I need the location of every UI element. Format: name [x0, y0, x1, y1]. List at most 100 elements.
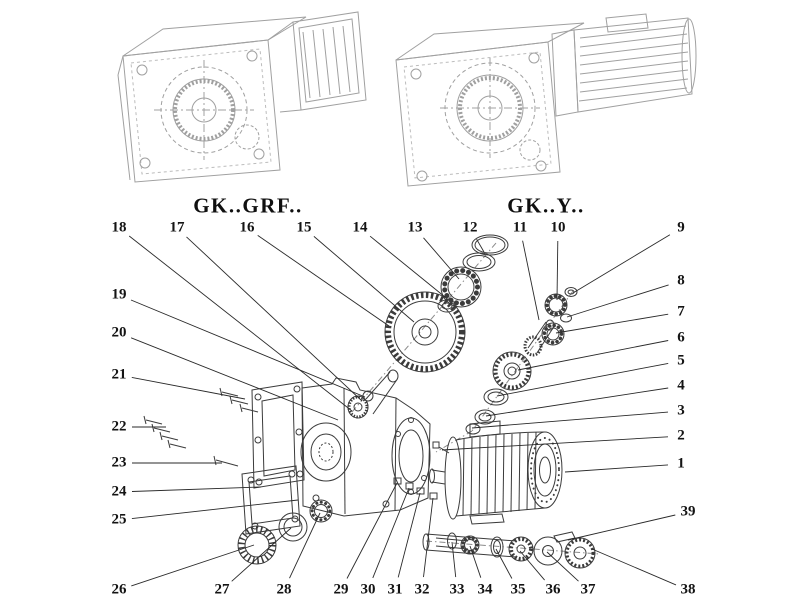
- leader-line-15: [313, 236, 415, 323]
- part-circlip: [560, 313, 572, 323]
- leader-line-5: [496, 362, 669, 397]
- callout-7: 7: [677, 303, 685, 320]
- leader-line-14: [369, 235, 446, 298]
- leader-line-38: [591, 548, 677, 586]
- leader-line-4: [485, 387, 669, 417]
- callout-24: 24: [111, 483, 127, 500]
- callout-33: 33: [449, 581, 465, 598]
- leader-line-27: [231, 527, 292, 582]
- callout-16: 16: [239, 219, 255, 236]
- leader-line-6: [517, 340, 669, 371]
- part-cover-and-shims: [237, 465, 333, 565]
- part-output-shaft-assembly: [422, 531, 596, 569]
- callout-6: 6: [677, 329, 685, 346]
- callout-3: 3: [677, 402, 685, 419]
- leader-line-34: [469, 545, 482, 578]
- part-bearing-intermediate: [541, 322, 565, 346]
- callout-37: 37: [580, 581, 596, 598]
- callout-27: 27: [214, 581, 230, 598]
- leader-line-32: [423, 497, 434, 578]
- leader-line-37: [546, 551, 579, 582]
- leader-line-35: [495, 548, 513, 579]
- callout-12: 12: [462, 219, 478, 236]
- callout-14: 14: [352, 219, 368, 236]
- callout-13: 13: [407, 219, 423, 236]
- leader-line-17: [186, 236, 363, 402]
- part-housing: [300, 377, 431, 517]
- leader-line-19: [130, 299, 366, 398]
- gearbox-drawing-left: [117, 11, 367, 183]
- callout-22: 22: [111, 418, 127, 435]
- part-motor: [429, 420, 563, 525]
- part-small-gear: [492, 351, 532, 391]
- part-bearing-large: [440, 266, 482, 308]
- part-flange-plate: [251, 381, 305, 489]
- callout-4: 4: [677, 377, 685, 394]
- callout-8: 8: [677, 272, 685, 289]
- callout-25: 25: [111, 511, 127, 528]
- callout-28: 28: [276, 581, 292, 598]
- model-label-right: GK..Y..: [507, 193, 585, 218]
- leader-line-20: [130, 337, 339, 421]
- model-label-left: GK..GRF..: [193, 193, 303, 218]
- callout-21: 21: [111, 366, 127, 383]
- leader-line-18: [128, 235, 353, 412]
- exploded-view: [143, 234, 601, 569]
- callout-34: 34: [477, 581, 493, 598]
- callout-29: 29: [333, 581, 349, 598]
- leader-lines: [128, 234, 677, 587]
- leader-line-9: [572, 234, 671, 294]
- leader-line-10: [556, 240, 559, 301]
- leader-line-30: [372, 487, 410, 579]
- leader-line-8: [566, 284, 669, 318]
- callout-10: 10: [550, 219, 566, 236]
- part-rings: [465, 388, 509, 435]
- leader-line-12: [476, 238, 485, 253]
- callout-31: 31: [387, 581, 403, 598]
- leader-line-25: [131, 499, 299, 520]
- leader-line-16: [257, 235, 390, 327]
- gearbox-drawing-right: [395, 13, 697, 187]
- callout-39: 39: [680, 503, 696, 520]
- leader-line-3: [471, 411, 669, 429]
- axis-lines: [351, 242, 601, 555]
- callout-5: 5: [677, 352, 685, 369]
- callout-17: 17: [169, 219, 185, 236]
- callout-30: 30: [360, 581, 376, 598]
- callout-36: 36: [545, 581, 561, 598]
- callout-2: 2: [677, 427, 685, 444]
- leader-line-13: [423, 237, 460, 280]
- part-bearing-input: [544, 293, 568, 317]
- leader-line-28: [289, 512, 321, 579]
- callout-23: 23: [111, 454, 127, 471]
- leader-line-36: [519, 550, 545, 581]
- leader-line-39: [567, 514, 676, 541]
- leader-line-26: [131, 544, 255, 587]
- callout-19: 19: [111, 286, 127, 303]
- leader-line-1: [564, 464, 669, 473]
- callout-32: 32: [414, 581, 430, 598]
- callout-20: 20: [111, 324, 127, 341]
- callout-11: 11: [512, 219, 528, 236]
- part-screws: [143, 387, 259, 467]
- callout-9: 9: [677, 219, 685, 236]
- leader-line-21: [131, 376, 246, 400]
- leader-line-24: [131, 486, 262, 492]
- callout-38: 38: [680, 581, 696, 598]
- part-large-gear: [384, 291, 466, 373]
- part-output-pinion-shaft: [347, 369, 399, 419]
- leader-line-31: [397, 492, 421, 578]
- leader-line-7: [555, 313, 669, 334]
- callout-1: 1: [677, 455, 685, 472]
- callout-26: 26: [111, 581, 127, 598]
- callout-35: 35: [510, 581, 526, 598]
- leader-line-2: [441, 436, 669, 451]
- leader-line-29: [346, 482, 398, 579]
- callout-15: 15: [296, 219, 312, 236]
- leader-line-33: [451, 541, 457, 578]
- leader-line-11: [522, 240, 540, 321]
- part-o-rings: [462, 234, 509, 272]
- part-plugs: [393, 477, 438, 500]
